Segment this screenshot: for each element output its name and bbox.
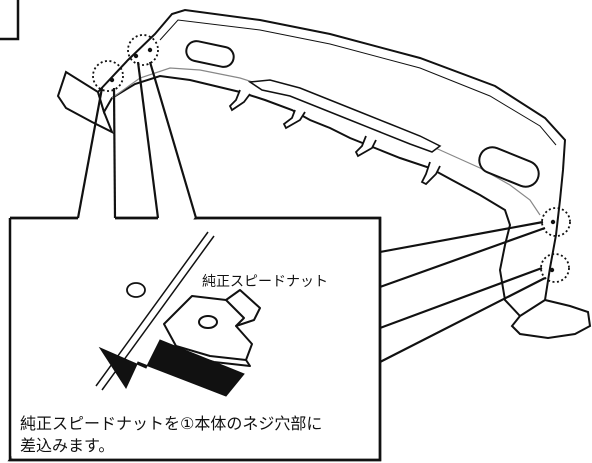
top-edge-line — [159, 19, 557, 146]
mount-hole — [109, 77, 115, 83]
speed-nut-hole — [198, 315, 218, 329]
diffuser-fin-1 — [228, 89, 251, 112]
highlight-circle-left-1 — [92, 60, 124, 92]
mount-hole — [147, 47, 153, 53]
center-fin-strip — [247, 79, 442, 153]
instruction-caption-line-2: 差込みます。 — [20, 436, 114, 455]
screw-hole — [126, 282, 146, 298]
instruction-caption-line-1: 純正スピードナットを①本体のネジ穴部に — [20, 414, 322, 433]
detail-box-border — [8, 216, 382, 462]
highlight-circle-left-2 — [127, 34, 159, 66]
diffuser-body — [96, 8, 567, 317]
insertion-arrow — [98, 339, 245, 397]
speed-nut-clip — [163, 289, 261, 367]
callout-leader-lines — [76, 61, 546, 363]
highlight-circle-right-2 — [540, 253, 570, 283]
diffuser-fin-3 — [354, 135, 377, 158]
diffuser-fin-4 — [420, 161, 441, 186]
speed-nut-label: 純正スピードナット — [202, 274, 328, 290]
mount-hole — [133, 53, 139, 59]
highlight-circle-right-1 — [541, 207, 571, 237]
left-exhaust-opening — [185, 40, 235, 68]
mount-hole — [549, 267, 555, 273]
right-exhaust-opening — [478, 146, 540, 188]
step-frame-corner — [0, 0, 20, 41]
mount-hole — [550, 219, 556, 225]
right-end-flap — [510, 298, 592, 340]
rear-diffuser-part — [56, 8, 592, 340]
diffuser-fin-2 — [282, 109, 306, 130]
